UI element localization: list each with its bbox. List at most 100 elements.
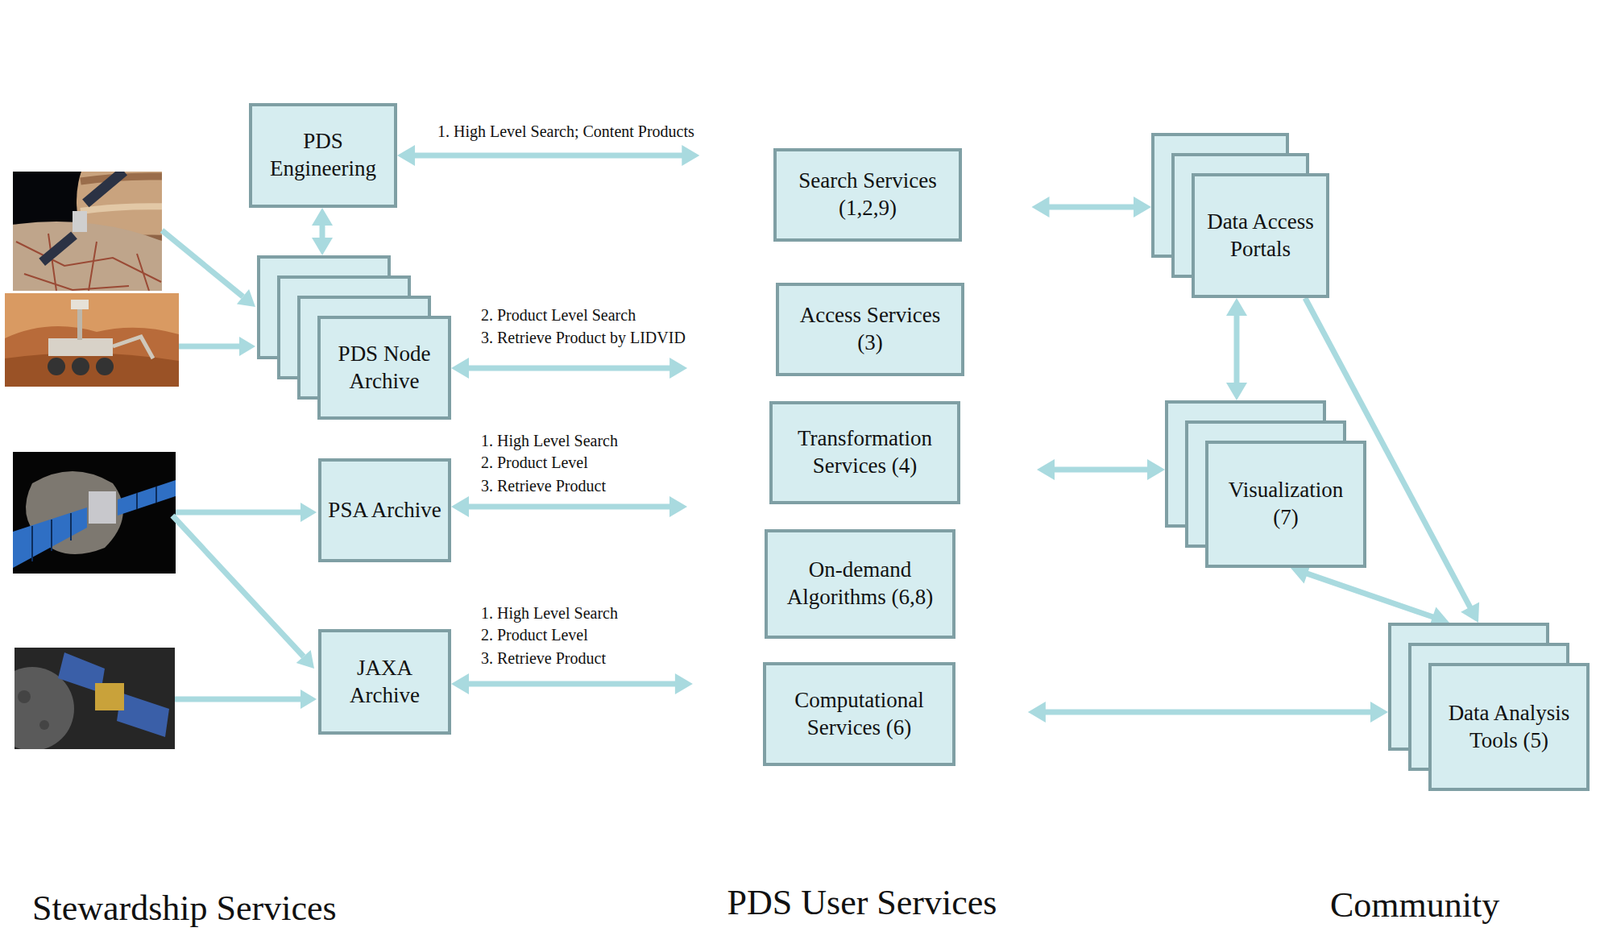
arrow-head [669,496,688,518]
process-box: PDS Node Archive [317,315,452,420]
node-label: Data Analysis Tools (5) [1438,700,1580,755]
process-box: Data Analysis Tools (5) [1428,663,1590,792]
europa-image [12,171,162,291]
connector-line [465,504,673,510]
process-box: PSA Archive [318,458,452,563]
rover-wheel [47,357,66,376]
list-item-label: 1. High Level Search [479,604,620,622]
rosetta-image [12,451,176,574]
connector [397,145,700,166]
arrow-head [681,145,700,166]
list-item-label: 3. Retrieve Product [479,476,608,495]
panel-grid [136,486,157,510]
process-box: PDS Engineering [248,103,398,208]
process-box: Visualization (7) [1205,440,1367,568]
arrow-head [1370,701,1389,723]
list-item-label: 3. Retrieve Product [479,649,608,668]
connector [311,207,333,256]
arrow-head [1036,459,1055,481]
spacecraft-body [72,211,88,233]
arrow-head [1027,701,1046,723]
rover-body [48,338,113,357]
rover-image [4,293,179,387]
arrow-head [669,357,688,379]
connector-line [1304,572,1436,618]
image-arrow [161,230,244,297]
rover-mast [77,306,83,340]
node-label: Visualization (7) [1214,476,1357,532]
process-box: Transformation Services (4) [769,401,961,505]
stacked-box: Data Access Portals [1151,132,1330,299]
list-item-label: 1. High Level Search [479,431,620,450]
connector [1032,196,1153,218]
connector-line [465,365,673,372]
arrow-head [397,145,415,166]
arrow-head [296,650,315,669]
connector [451,357,688,379]
list-item-label: 2. Product Level [479,453,590,472]
solar-panel [82,171,128,208]
process-box: Data Access Portals [1191,173,1330,299]
panel-grid [32,513,71,562]
list-item-label: 3. Retrieve Product by LIDVID [479,328,688,347]
image-arrow [175,509,301,516]
mars-sky [4,293,179,387]
crater [17,690,31,704]
stacked-box: PDS Node Archive [256,255,452,420]
list-item-label: 1. High Level Search; Content Products [435,122,697,141]
arrow-head [451,357,469,379]
arrow-head [300,689,317,709]
solar-panel [38,231,78,266]
arrow-head [300,502,317,523]
arrow-head [239,336,256,357]
node-label: PDS Engineering [258,128,388,183]
connector [451,496,688,518]
rover-arm [112,336,154,359]
arrow-head [1226,298,1248,316]
arrow-head [1460,602,1480,624]
node-label: Access Services (3) [785,302,955,357]
arrow-head [236,289,256,307]
arrow-head [675,673,693,695]
section-label: Community [1328,886,1501,925]
connector [1290,563,1450,627]
cloud-region: PDS User ServicesSearch Services (1,2,9)… [668,10,1056,878]
connector-line [465,681,679,688]
solar-panel [116,692,170,738]
connector-line [1234,312,1240,386]
mars-hills [4,326,179,387]
solar-panel [117,480,176,516]
list-item-label: 2. Product Level [479,625,590,644]
node-label: PDS Node Archive [327,340,442,396]
image-arrow [178,344,240,350]
section-label: Stewardship Services [30,889,339,929]
connector [451,673,693,695]
node-label: Data Access Portals [1201,208,1320,264]
stacked-box: Visualization (7) [1164,400,1367,568]
arrow-head [1133,196,1152,218]
surface-cracks [16,233,162,291]
node-label: Computational Services (6) [772,687,946,742]
node-label: JAXA Archive [327,654,442,710]
connector-line [411,153,685,159]
node-label: PSA Archive [327,497,441,525]
node-label: Transformation Services (4) [779,425,951,481]
node-label: On-demand Algorithms (6,8) [774,556,946,612]
arrow-head [1032,196,1050,218]
connector-line [1046,204,1138,211]
process-box: Computational Services (6) [762,662,956,767]
stacked-box: Data Analysis Tools (5) [1388,622,1590,792]
cloud-shape [663,28,1052,871]
connector [1027,701,1389,723]
node-label: Search Services (1,2,9) [783,167,953,223]
process-box: Access Services (3) [775,282,965,377]
rover-head [70,299,89,310]
connector [1226,298,1248,401]
image-arrow [172,515,304,657]
arrow-head [311,207,333,226]
jupiter-band [80,206,162,216]
process-box: On-demand Algorithms (6,8) [764,529,956,639]
rover-wheel [71,357,90,376]
rover-wheel [95,357,114,376]
spacecraft-body [88,491,117,524]
